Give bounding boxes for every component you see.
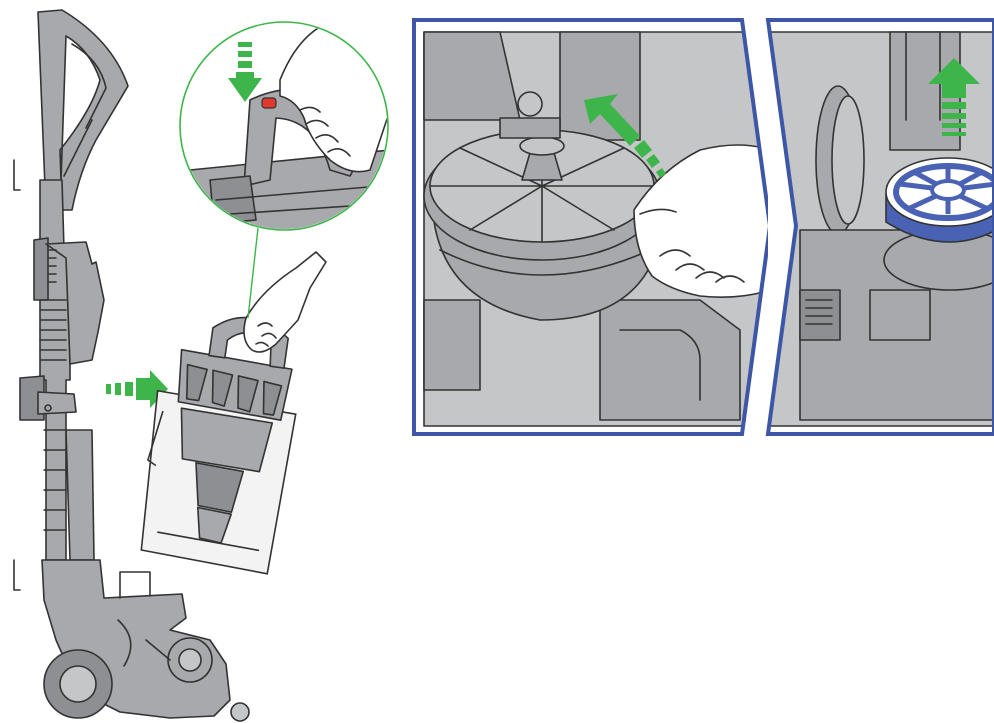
callout-magnifier	[179, 21, 389, 231]
panel-rotate-filter	[412, 18, 774, 436]
clear-bin	[140, 316, 297, 575]
vacuum-spine	[39, 179, 71, 561]
hand-holding-bin	[243, 251, 327, 353]
panel-2-frame	[765, 18, 994, 436]
arrow-down-icon	[228, 42, 262, 102]
callout-leader-line	[247, 227, 259, 319]
panel-1-frame	[412, 18, 773, 436]
upright-vacuum	[13, 9, 250, 722]
arrow-right-icon	[106, 370, 168, 408]
release-button-icon	[261, 97, 277, 109]
arrow-up-icon	[928, 58, 980, 136]
arrow-up-left-icon	[584, 94, 666, 178]
